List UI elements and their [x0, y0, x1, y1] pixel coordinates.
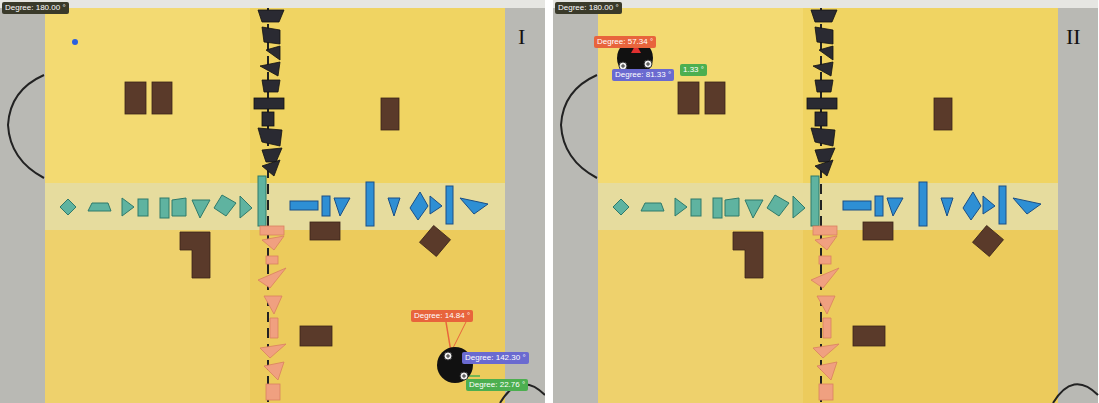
arena-part	[444, 352, 452, 360]
arena-part	[446, 322, 451, 352]
angle-label: Degree: 57.34 °	[594, 36, 656, 48]
angle-label: Degree: 14.84 °	[411, 310, 473, 322]
angle-label: 1.33 °	[680, 64, 707, 76]
angle-label: Degree: 81.33 °	[612, 69, 674, 81]
arena-part	[446, 354, 450, 358]
heading-label: Degree: 180.00 °	[555, 2, 622, 14]
arena-part	[462, 374, 466, 378]
panel-number: II	[1066, 26, 1081, 48]
arena-part	[644, 60, 652, 68]
panel-one	[0, 0, 545, 403]
arena-part	[646, 62, 650, 66]
panel-two	[553, 0, 1098, 403]
panel-number: I	[518, 26, 525, 48]
panel-gap	[545, 0, 553, 403]
angle-label: Degree: 142.30 °	[462, 352, 529, 364]
target-dot	[72, 39, 78, 45]
arena-part	[621, 64, 625, 68]
heading-label: Degree: 180.00 °	[2, 2, 69, 14]
angle-label: Degree: 22.76 °	[466, 379, 528, 391]
